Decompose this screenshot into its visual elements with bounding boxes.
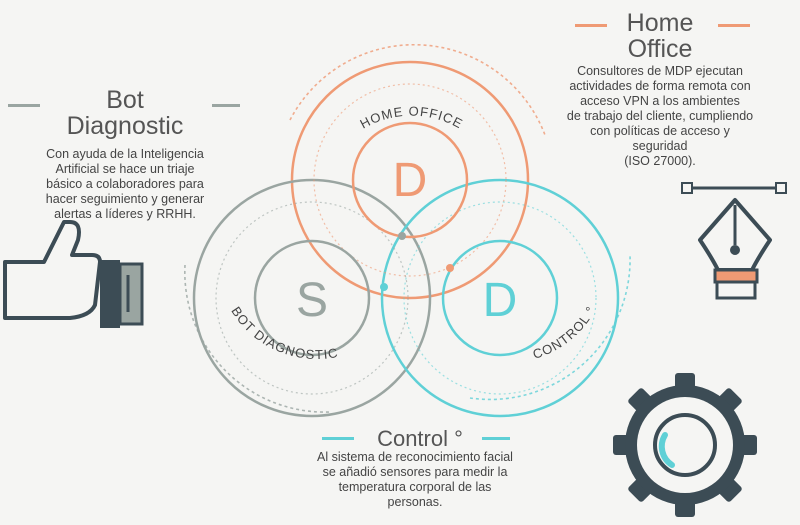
bot-diagnostic-desc-line: Con ayuda de la Inteligencia (46, 147, 204, 161)
junction-dot (398, 232, 406, 240)
pen-nib-icon (681, 182, 787, 300)
home-office-desc-line: de trabajo del cliente, cumpliendo (566, 109, 754, 123)
home-office-description: Consultores de MDP ejecutan actividades … (525, 64, 795, 169)
home-office-title-line1: Home (626, 9, 694, 37)
gear-icon (613, 373, 757, 517)
thumbs-up-icon (3, 220, 144, 328)
control-desc-line: personas. (387, 495, 443, 509)
home-office-desc-line: actividades de forma remota con (569, 79, 751, 93)
bot-diagnostic-title-line2: Diagnostic (66, 112, 184, 140)
home-office-title-line2: Office (627, 35, 693, 63)
home-office-desc-line: acceso VPN a los ambientes (580, 94, 740, 108)
control-dash-left (322, 437, 354, 440)
home-office-desc-line: Consultores de MDP ejecutan (577, 64, 743, 78)
bot-diagnostic-desc-line: básico a colaboradores para (46, 177, 204, 191)
junction-dot (446, 264, 454, 272)
inner-ring-gray (215, 201, 409, 395)
bot-diagnostic-desc-line: Artificial se hace un triaje (55, 162, 195, 176)
home-office-desc-line: seguridad (632, 139, 688, 153)
control-title: Control ° (377, 426, 463, 451)
home-office-dash-right (718, 24, 750, 27)
bot-diagnostic-desc-line: alertas a líderes y RRHH. (54, 207, 196, 221)
arc-label-home-office: HOME OFFICE (357, 104, 465, 132)
control-desc-line: Al sistema de reconocimiento facial (317, 450, 513, 464)
bot-diagnostic-title-line1: Bot (106, 86, 144, 114)
home-office-desc-line: (ISO 27000). (624, 154, 696, 168)
center-circle-bot-diagnostic (253, 239, 371, 357)
bot-diagnostic-desc-line: hacer seguimiento y generar (45, 192, 205, 206)
bot-diagnostic-dash-right (212, 104, 240, 107)
arc-label-control: CONTROL ° (531, 303, 599, 361)
circle-control (380, 178, 620, 418)
home-office-dash-left (575, 24, 607, 27)
inner-ring-orange (313, 83, 507, 277)
circle-bot-diagnostic (192, 178, 432, 418)
outer-ring-gray (184, 264, 331, 413)
control-desc-line: se añadió sensores para medir la (322, 465, 508, 479)
letter-bot-diagnostic: S (296, 274, 328, 327)
home-office-title: Home Office (600, 10, 720, 62)
center-circle-control (441, 239, 559, 357)
bot-diagnostic-description: Con ayuda de la Inteligencia Artificial … (0, 147, 250, 222)
inner-ring-teal (403, 201, 597, 395)
bot-diagnostic-dash-left (8, 104, 40, 107)
home-office-desc-line: con políticas de acceso y (590, 124, 730, 138)
control-dash-right (482, 437, 510, 440)
junction-dot (380, 283, 388, 291)
outer-ring-teal (469, 254, 631, 401)
control-description: Al sistema de reconocimiento facial se a… (280, 450, 550, 510)
letter-control: D (483, 274, 518, 327)
circle-home-office (290, 60, 530, 300)
bot-diagnostic-title: Bot Diagnostic (45, 87, 205, 139)
outer-ring-orange (289, 43, 546, 136)
center-circle-home-office (351, 121, 469, 239)
letter-home-office: D (393, 154, 428, 207)
control-desc-line: temperatura corporal de las (338, 480, 492, 494)
